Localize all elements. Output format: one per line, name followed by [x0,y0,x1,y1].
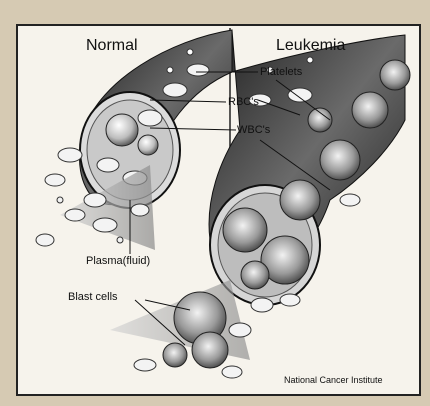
blast-cells-label: Blast cells [68,291,118,303]
leukemia-vessel [209,30,410,305]
platelets-label: Platelets [260,66,303,78]
rbcs-label: RBC's [228,96,259,108]
leukemia-title: Leukemia [276,37,345,54]
normal-title: Normal [86,37,138,54]
wbcs-label: WBC's [237,124,271,136]
credit-text: National Cancer Institute [284,375,383,385]
normal-vessel [80,30,232,208]
plasma-label: Plasma(fluid) [86,255,150,267]
